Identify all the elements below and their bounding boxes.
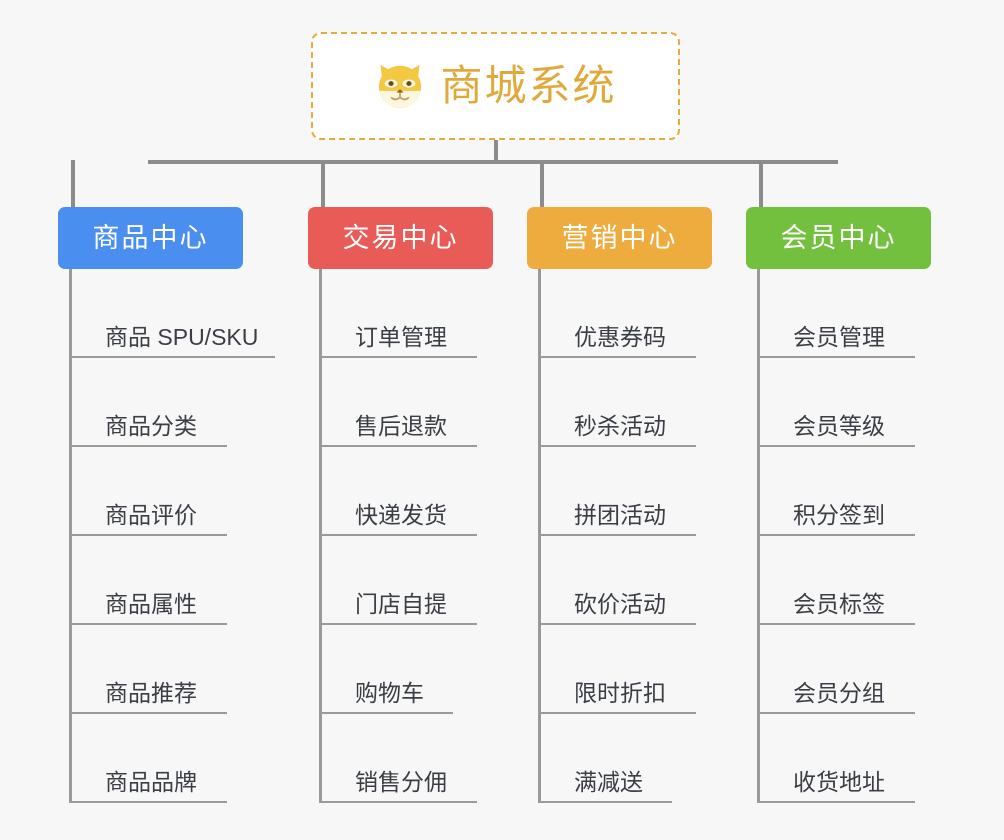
leaf-label: 限时折扣 (574, 680, 666, 706)
category-label: 会员中心 (780, 222, 897, 253)
connector-drop-4 (759, 160, 763, 207)
category-column: 商品中心商品 SPU/SKU 商品分类商品评价商品属性商品推荐商品品牌 (58, 207, 275, 803)
leaf-item[interactable]: 门店自提 (322, 536, 493, 625)
leaf-label: 门店自提 (355, 591, 447, 617)
category-label: 交易中心 (342, 222, 459, 253)
leaf-underline (72, 623, 227, 625)
connector-drop-1 (71, 160, 75, 207)
leaf-label: 拼团活动 (574, 502, 666, 528)
leaf-underline (541, 534, 696, 536)
leaf-item[interactable]: 商品品牌 (72, 714, 243, 803)
leaf-item[interactable]: 拼团活动 (541, 447, 712, 536)
leaf-list: 商品 SPU/SKU 商品分类商品评价商品属性商品推荐商品品牌 (69, 269, 275, 803)
category-header[interactable]: 商品中心 (58, 207, 243, 269)
leaf-item[interactable]: 订单管理 (322, 269, 493, 358)
leaf-label: 满减送 (574, 769, 643, 795)
leaf-underline (322, 623, 477, 625)
leaf-underline (322, 801, 477, 803)
leaf-item[interactable]: 快递发货 (322, 447, 493, 536)
leaf-label: 秒杀活动 (574, 413, 666, 439)
leaf-item[interactable]: 满减送 (541, 714, 712, 803)
leaf-underline (541, 801, 672, 803)
leaf-item[interactable]: 会员标签 (760, 536, 931, 625)
leaf-label: 商品属性 (105, 591, 197, 617)
leaf-underline (322, 534, 477, 536)
leaf-label: 商品品牌 (105, 769, 197, 795)
leaf-label: 快递发货 (355, 502, 447, 528)
leaf-item[interactable]: 售后退款 (322, 358, 493, 447)
shiba-dog-face-icon (374, 60, 426, 112)
category-header[interactable]: 交易中心 (308, 207, 493, 269)
leaf-item[interactable]: 积分签到 (760, 447, 931, 536)
leaf-label: 会员标签 (793, 591, 885, 617)
leaf-label: 购物车 (355, 680, 424, 706)
leaf-item[interactable]: 会员等级 (760, 358, 931, 447)
root-node[interactable]: 商城系统 (311, 32, 680, 140)
leaf-item[interactable]: 商品推荐 (72, 625, 243, 714)
leaf-item[interactable]: 砍价活动 (541, 536, 712, 625)
category-label: 营销中心 (561, 222, 678, 253)
leaf-underline (322, 356, 477, 358)
category-header[interactable]: 会员中心 (746, 207, 931, 269)
category-column: 会员中心会员管理会员等级积分签到会员标签会员分组收货地址 (746, 207, 931, 803)
leaf-underline (760, 801, 915, 803)
leaf-underline (760, 356, 915, 358)
leaf-item[interactable]: 商品评价 (72, 447, 243, 536)
connector-drop-2 (321, 160, 325, 207)
category-label: 商品中心 (92, 222, 209, 253)
leaf-item[interactable]: 收货地址 (760, 714, 931, 803)
leaf-underline (72, 801, 227, 803)
leaf-label: 会员管理 (793, 324, 885, 350)
leaf-list: 会员管理会员等级积分签到会员标签会员分组收货地址 (757, 269, 931, 803)
category-column: 营销中心优惠券码秒杀活动拼团活动砍价活动限时折扣满减送 (527, 207, 712, 803)
leaf-item[interactable]: 会员管理 (760, 269, 931, 358)
leaf-underline (72, 712, 227, 714)
leaf-label: 销售分佣 (355, 769, 447, 795)
leaf-underline (760, 445, 915, 447)
leaf-item[interactable]: 商品 SPU/SKU (72, 269, 275, 358)
root-title: 商城系统 (440, 62, 617, 109)
connector-horizontal-bus (148, 160, 838, 164)
leaf-underline (760, 534, 915, 536)
leaf-item[interactable]: 会员分组 (760, 625, 931, 714)
leaf-label: 会员等级 (793, 413, 885, 439)
leaf-item[interactable]: 商品属性 (72, 536, 243, 625)
leaf-underline (72, 356, 275, 358)
connector-root-stem (494, 140, 498, 162)
leaf-underline (541, 356, 696, 358)
leaf-label: 订单管理 (355, 324, 447, 350)
leaf-underline (72, 534, 227, 536)
leaf-label: 商品推荐 (105, 680, 197, 706)
leaf-label: 商品分类 (105, 413, 197, 439)
category-header[interactable]: 营销中心 (527, 207, 712, 269)
leaf-label: 积分签到 (793, 502, 885, 528)
category-column: 交易中心订单管理售后退款快递发货门店自提购物车销售分佣 (308, 207, 493, 803)
leaf-label: 商品评价 (105, 502, 197, 528)
leaf-list: 优惠券码秒杀活动拼团活动砍价活动限时折扣满减送 (538, 269, 712, 803)
leaf-underline (541, 445, 696, 447)
leaf-label: 会员分组 (793, 680, 885, 706)
leaf-item[interactable]: 限时折扣 (541, 625, 712, 714)
leaf-label: 砍价活动 (574, 591, 666, 617)
connector-drop-3 (540, 160, 544, 207)
leaf-label: 优惠券码 (574, 324, 666, 350)
leaf-label: 收货地址 (793, 769, 885, 795)
leaf-label: 商品 SPU/SKU (105, 324, 259, 350)
leaf-item[interactable]: 秒杀活动 (541, 358, 712, 447)
leaf-underline (72, 445, 227, 447)
leaf-underline (760, 623, 915, 625)
leaf-underline (322, 445, 477, 447)
leaf-underline (541, 712, 696, 714)
leaf-label: 售后退款 (355, 413, 447, 439)
leaf-item[interactable]: 商品分类 (72, 358, 243, 447)
leaf-item[interactable]: 销售分佣 (322, 714, 493, 803)
leaf-underline (541, 623, 696, 625)
leaf-item[interactable]: 优惠券码 (541, 269, 712, 358)
leaf-item[interactable]: 购物车 (322, 625, 493, 714)
leaf-underline (760, 712, 915, 714)
leaf-list: 订单管理售后退款快递发货门店自提购物车销售分佣 (319, 269, 493, 803)
leaf-underline (322, 712, 453, 714)
